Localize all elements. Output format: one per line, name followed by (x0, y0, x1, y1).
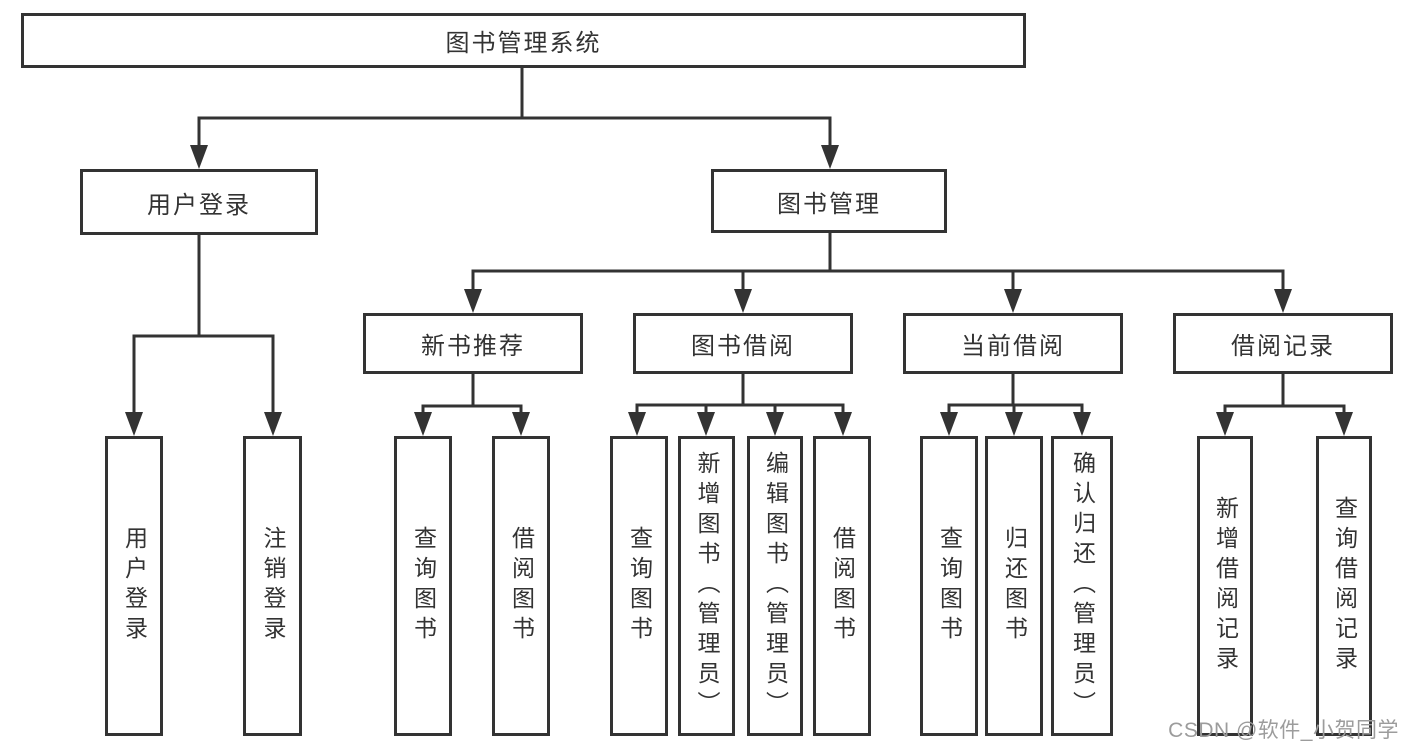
node-book-management-label: 图书管理 (777, 190, 881, 218)
node-bb-add-books-admin: 新增图书（管理员） (678, 436, 735, 736)
node-user-login-action: 用户登录 (105, 436, 163, 736)
node-nb-query-books-label: 查询图书 (410, 526, 437, 646)
node-bb-borrow-books: 借阅图书 (813, 436, 871, 736)
node-bb-query-books: 查询图书 (610, 436, 668, 736)
node-user-login-action-label: 用户登录 (121, 526, 148, 646)
node-cb-confirm-return-admin-label: 确认归还（管理员） (1069, 451, 1096, 721)
node-bb-edit-books-admin-label: 编辑图书（管理员） (762, 451, 789, 721)
node-logout: 注销登录 (243, 436, 302, 736)
node-bb-borrow-books-label: 借阅图书 (829, 526, 856, 646)
node-logout-label: 注销登录 (260, 526, 286, 646)
node-cb-query-books-label: 查询图书 (936, 526, 963, 646)
node-current-borrowing: 当前借阅 (903, 313, 1123, 374)
connector-paths (132, 68, 1346, 417)
arrowheads (125, 145, 1353, 436)
node-user-login: 用户登录 (80, 169, 318, 235)
node-br-add-record-label: 新增借阅记录 (1212, 496, 1239, 676)
node-bb-edit-books-admin: 编辑图书（管理员） (747, 436, 803, 736)
node-book-management: 图书管理 (711, 169, 947, 233)
node-cb-confirm-return-admin: 确认归还（管理员） (1051, 436, 1113, 736)
node-cb-query-books: 查询图书 (920, 436, 978, 736)
node-current-borrowing-label: 当前借阅 (961, 333, 1065, 360)
node-nb-borrow-books-label: 借阅图书 (508, 526, 535, 646)
node-cb-return-books-label: 归还图书 (1001, 526, 1028, 646)
node-book-borrowing: 图书借阅 (633, 313, 853, 374)
node-br-query-record: 查询借阅记录 (1316, 436, 1372, 736)
node-root: 图书管理系统 (21, 13, 1026, 68)
node-root-label: 图书管理系统 (445, 30, 602, 57)
node-nb-borrow-books: 借阅图书 (492, 436, 550, 736)
node-br-add-record: 新增借阅记录 (1197, 436, 1253, 736)
node-new-book-recommend-label: 新书推荐 (421, 333, 525, 360)
node-bb-add-books-admin-label: 新增图书（管理员） (694, 451, 720, 721)
node-new-book-recommend: 新书推荐 (363, 313, 583, 374)
node-borrow-records: 借阅记录 (1173, 313, 1393, 374)
node-bb-query-books-label: 查询图书 (626, 526, 653, 646)
node-br-query-record-label: 查询借阅记录 (1331, 496, 1358, 676)
node-cb-return-books: 归还图书 (985, 436, 1043, 736)
node-book-borrowing-label: 图书借阅 (691, 333, 795, 360)
node-borrow-records-label: 借阅记录 (1231, 333, 1335, 360)
node-user-login-label: 用户登录 (147, 191, 251, 219)
csdn-watermark: CSDN @软件_小贺同学 (1168, 719, 1399, 742)
node-nb-query-books: 查询图书 (394, 436, 452, 736)
